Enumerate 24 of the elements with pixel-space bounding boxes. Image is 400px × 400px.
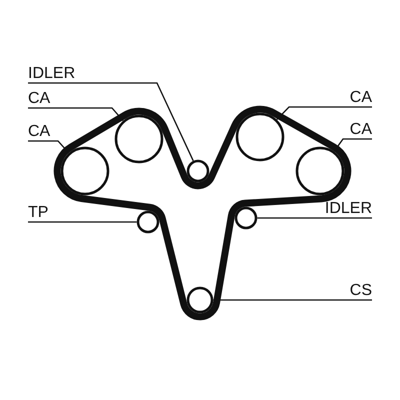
pulley: [236, 112, 284, 162]
pulley: [136, 210, 160, 234]
pulley: [60, 146, 110, 196]
pulley-label: CA: [350, 122, 372, 138]
pulley-label: IDLER: [324, 201, 372, 217]
pulley-label: TP: [28, 205, 48, 221]
leader-line: [276, 106, 372, 120]
pulley: [186, 160, 210, 182]
pulley: [186, 286, 214, 314]
pulley-label: CA: [28, 91, 50, 107]
pulley-label: CS: [350, 283, 372, 299]
pulley-label: CA: [350, 90, 372, 106]
leader-line: [257, 217, 372, 219]
pulley-label: IDLER: [28, 66, 76, 82]
leader-line: [28, 221, 137, 223]
pulley: [114, 114, 164, 164]
leader-line: [28, 82, 194, 162]
leader-line: [334, 138, 372, 152]
pulley-label: CA: [28, 124, 50, 140]
leader-line: [28, 107, 124, 122]
leader-line: [213, 299, 372, 301]
leader-line: [28, 140, 70, 154]
pulley: [234, 206, 258, 230]
pulley: [296, 146, 344, 196]
